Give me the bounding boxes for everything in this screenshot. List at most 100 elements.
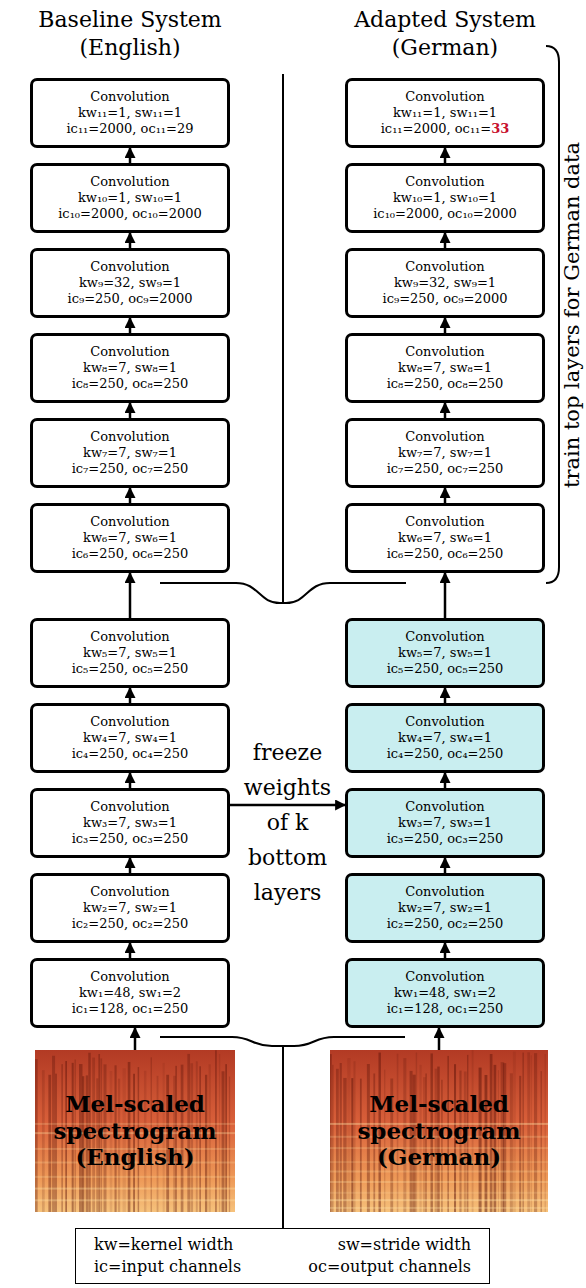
text-row: kw₁₁=1, sw₁₁=1: [393, 105, 497, 121]
flow-arrow: [444, 773, 447, 788]
spectrogram-band: [35, 1199, 235, 1201]
transfer-arrow: [230, 804, 345, 807]
flow-arrow: [134, 1028, 137, 1050]
text-row: Convolution: [90, 799, 169, 815]
conv-layer-box: Convolutionkw₈=7, sw₈=1ic₈=250, oc₈=250: [30, 333, 230, 403]
node-text: ic₈=250, oc₈=250: [72, 376, 189, 392]
node-text: kw₂=7, sw₂=1: [83, 900, 177, 916]
conv-layer-box: Convolutionkw₄=7, sw₄=1ic₄=250, oc₄=250: [345, 703, 545, 773]
node-text: ic₁₁=2000, oc₁₁=29: [66, 121, 193, 137]
node-text: ic₈=250, oc₈=250: [387, 376, 504, 392]
text-row: kw₃=7, sw₃=1: [398, 815, 492, 831]
layer-name: Convolution: [405, 89, 484, 105]
spectrogram-image: Mel-scaled spectrogram (German): [330, 1050, 548, 1212]
spectrogram-stripe: [541, 1071, 542, 1212]
spectrogram-fill: [35, 1050, 235, 1212]
flow-arrow: [129, 688, 132, 703]
node-text: ic₄=250, oc₄=250: [387, 746, 504, 762]
flow-arrow: [444, 858, 447, 873]
text-row: kw=kernel widthsw=stride width: [94, 1234, 471, 1256]
conv-layer-box: Convolutionkw₁=48, sw₁=2ic₁=128, oc₁=250: [30, 958, 230, 1028]
layer-name: Convolution: [90, 429, 169, 445]
text-row: Convolution: [90, 344, 169, 360]
text-row: kw₆=7, sw₆=1: [83, 530, 177, 546]
node-text: kw₄=7, sw₄=1: [83, 730, 177, 746]
flow-arrow: [129, 488, 132, 503]
conv-layer-box: Convolutionkw₃=7, sw₃=1ic₃=250, oc₃=250: [30, 788, 230, 858]
text-row: Convolution: [90, 174, 169, 190]
layer-name: Convolution: [90, 174, 169, 190]
node-text: kw₅=7, sw₅=1: [83, 645, 177, 661]
layer-name: Convolution: [90, 714, 169, 730]
node-text: kw₃=7, sw₃=1: [83, 815, 177, 831]
node-text: kw₇=7, sw₇=1: [398, 445, 492, 461]
node-text: ic₂=250, oc₂=250: [387, 916, 504, 932]
spectrogram-stripe: [527, 1052, 530, 1212]
column-title: Baseline System (English): [5, 6, 255, 61]
node-text: kw₁₀=1, sw₁₀=1: [393, 190, 497, 206]
text-row: Convolution: [405, 799, 484, 815]
layer-name: Convolution: [405, 259, 484, 275]
text-row: Convolution: [90, 629, 169, 645]
layer-name: Convolution: [90, 629, 169, 645]
conv-layer-box: Convolutionkw₃=7, sw₃=1ic₃=250, oc₃=250: [345, 788, 545, 858]
text-row: kw₄=7, sw₄=1: [83, 730, 177, 746]
conv-layer-box: Convolutionkw₁₁=1, sw₁₁=1ic₁₁=2000, oc₁₁…: [345, 78, 545, 148]
node-text: kw₉=32, sw₉=1: [394, 275, 496, 291]
text-row: ic₂=250, oc₂=250: [387, 916, 504, 932]
flow-arrow: [438, 1028, 441, 1050]
text-row: Convolution: [90, 429, 169, 445]
layer-name: Convolution: [90, 89, 169, 105]
flow-arrow: [444, 688, 447, 703]
text-row: Mel-scaled spectrogram (English): [38, 1091, 232, 1170]
node-text: kw₆=7, sw₆=1: [83, 530, 177, 546]
node-text: ic₅=250, oc₅=250: [72, 661, 189, 677]
spectrogram-band: [330, 1181, 548, 1183]
conv-layer-box: Convolutionkw₇=7, sw₇=1ic₇=250, oc₇=250: [345, 418, 545, 488]
text-row: ic₃=250, oc₃=250: [72, 831, 189, 847]
text-row: ic₂=250, oc₂=250: [72, 916, 189, 932]
node-text: kw₁₀=1, sw₁₀=1: [78, 190, 182, 206]
node-text: kw₁=48, sw₁=2: [79, 985, 181, 1001]
flow-arrow: [444, 233, 447, 248]
node-text: kw₈=7, sw₈=1: [83, 360, 177, 376]
text-row: ic₆=250, oc₆=250: [387, 546, 504, 562]
node-text: kw₁₁=1, sw₁₁=1: [78, 105, 182, 121]
text-row: kw₉=32, sw₉=1: [79, 275, 181, 291]
flow-arrow: [444, 573, 447, 618]
node-text: ic=input channels: [94, 1256, 241, 1278]
text-row: Convolution: [405, 259, 484, 275]
spectrogram-stripe: [336, 1069, 339, 1212]
conv-layer-box: Convolutionkw₆=7, sw₆=1ic₆=250, oc₆=250: [345, 503, 545, 573]
spectrogram-image: Mel-scaled spectrogram (English): [35, 1050, 235, 1212]
text-row: ic₁₁=2000, oc₁₁=33: [381, 121, 510, 137]
text-row: Mel-scaled spectrogram (German): [333, 1091, 545, 1170]
flow-arrow: [129, 943, 132, 958]
text-row: Convolution: [405, 714, 484, 730]
spectrogram-fill: [330, 1050, 548, 1212]
layer-name: Convolution: [405, 344, 484, 360]
text-row: ic₈=250, oc₈=250: [387, 376, 504, 392]
spectrogram-band: [330, 1171, 548, 1173]
text-row: kw₈=7, sw₈=1: [398, 360, 492, 376]
text-row: kw₄=7, sw₄=1: [398, 730, 492, 746]
spectrogram-band: [35, 1188, 235, 1190]
node-text: Mel-scaled spectrogram (German): [333, 1091, 545, 1170]
text-row: ic₈=250, oc₈=250: [72, 376, 189, 392]
text-row: ic₅=250, oc₅=250: [72, 661, 189, 677]
text-row: ic₁₁=2000, oc₁₁=29: [66, 121, 193, 137]
layer-name: Convolution: [405, 629, 484, 645]
text-row: ic₇=250, oc₇=250: [72, 461, 189, 477]
layer-name: Convolution: [405, 514, 484, 530]
conv-layer-box: Convolutionkw₆=7, sw₆=1ic₆=250, oc₆=250: [30, 503, 230, 573]
node-text: kw₄=7, sw₄=1: [398, 730, 492, 746]
spectrogram-stripe: [222, 1071, 225, 1212]
text-row: Convolution: [90, 514, 169, 530]
spectrogram-stripe: [48, 1075, 51, 1212]
conv-layer-box: Convolutionkw₂=7, sw₂=1ic₂=250, oc₂=250: [345, 873, 545, 943]
node-text: ic₄=250, oc₄=250: [72, 746, 189, 762]
spectrogram-stripe: [531, 1055, 532, 1212]
text-row: Convolution: [90, 969, 169, 985]
layer-name: Convolution: [90, 514, 169, 530]
